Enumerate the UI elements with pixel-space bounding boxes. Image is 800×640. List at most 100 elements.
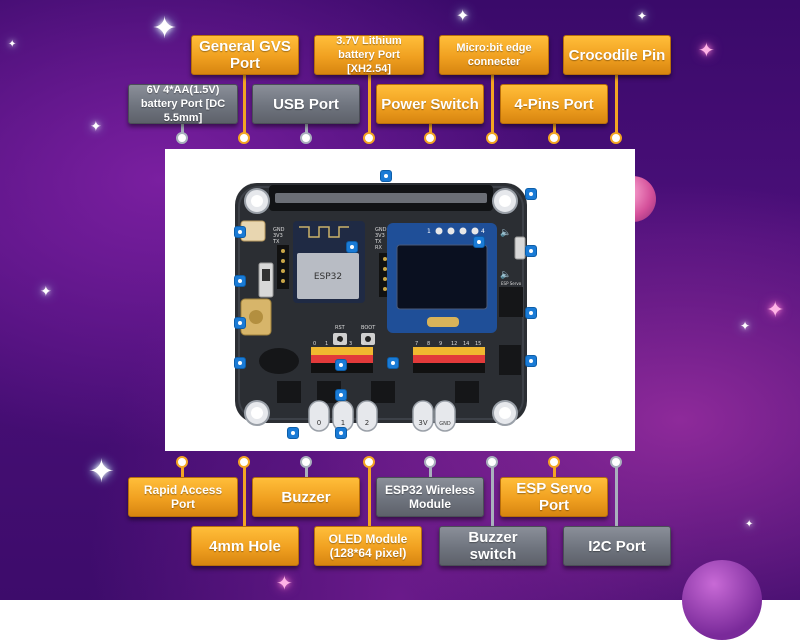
pin-number: 9 [439,341,442,347]
sparkle-star-icon: ✦ [40,284,52,300]
button-label: RST [335,325,346,331]
drop-target-dot[interactable] [300,456,312,468]
label-buzzer[interactable]: Buzzer [252,477,360,517]
board-pin-marker[interactable] [525,355,537,367]
drop-target-dot[interactable] [610,132,622,144]
connector-line [491,74,494,137]
board-pin-marker[interactable] [234,275,246,287]
label-power-switch[interactable]: Power Switch [376,84,484,124]
label-microbit-edge-connector[interactable]: Micro:bit edge connecter [439,35,549,75]
pin-number: 2 [337,341,340,347]
pin-number: 12 [451,341,457,347]
board-pin-marker[interactable] [287,427,299,439]
drop-target-dot[interactable] [548,456,560,468]
label-usb-port[interactable]: USB Port [252,84,360,124]
board-photo: ESP32 GND 3V3 TX GND 3V3 TX RX UART 1 [165,149,635,451]
board-pin-marker[interactable] [380,170,392,182]
header-label: 3V3 [273,233,283,239]
drop-target-dot[interactable] [363,456,375,468]
drop-target-dot[interactable] [238,132,250,144]
board-pin-marker[interactable] [525,245,537,257]
sparkle-star-icon: ✦ [90,119,102,135]
pin-number: 8 [427,341,430,347]
pin-number: 7 [415,341,418,347]
drop-target-dot[interactable] [176,456,188,468]
drop-target-dot[interactable] [363,132,375,144]
board-pin-marker[interactable] [525,307,537,319]
drop-target-dot[interactable] [486,456,498,468]
label-lithium-battery-port[interactable]: 3.7V Lithium battery Port [XH2.54] [314,35,424,75]
drop-target-dot[interactable] [610,456,622,468]
pin-number: 1 [427,228,431,235]
pin-number: 14 [463,341,469,347]
drop-target-dot[interactable] [424,132,436,144]
planet-decoration [682,560,762,640]
drop-target-dot[interactable] [176,132,188,144]
connector-line [615,462,618,526]
buzzer-switch-part [514,236,526,260]
label-oled-module[interactable]: OLED Module (128*64 pixel) [314,526,422,566]
label-rapid-access-port[interactable]: Rapid Access Port [128,477,238,517]
speaker-icon: 🔈 [500,270,511,280]
board-pin-marker[interactable] [387,357,399,369]
connector-line [305,124,308,137]
four-pin-port-part [499,287,523,317]
label-4mm-hole[interactable]: 4mm Hole [191,526,299,566]
board-pin-marker[interactable] [335,359,347,371]
board-pin-marker[interactable] [525,188,537,200]
connector-line [429,124,432,137]
label-i2c-port[interactable]: I2C Port [563,526,671,566]
board-pin-marker[interactable] [335,389,347,401]
label-esp-servo-port[interactable]: ESP Servo Port [500,477,608,517]
sparkle-star-icon: ✦ [88,452,115,490]
sparkle-star-icon: ✦ [740,319,751,333]
drop-target-dot[interactable] [486,132,498,144]
sparkle-star-icon: ✦ [766,298,785,323]
label-esp32-wireless-module[interactable]: ESP32 Wireless Module [376,477,484,517]
sparkle-star-icon: ✦ [152,11,178,46]
esp-servo-text: ESP Servo [501,281,522,286]
connector-line [243,74,246,137]
pad-label: 2 [365,419,369,427]
pad-label: GND [439,421,451,427]
oled-screen [396,244,488,310]
connector-line [615,74,618,137]
sparkle-star-icon: ✦ [276,571,293,595]
board-pin-marker[interactable] [346,241,358,253]
connector-line [368,462,371,526]
speaker-icon: 🔈 [500,228,511,238]
connector-line [181,462,184,478]
button-label: BOOT [361,325,376,331]
sparkle-star-icon: ✦ [456,6,470,25]
sparkle-star-icon: ✦ [745,519,754,530]
board-pin-marker[interactable] [234,317,246,329]
board-pin-marker[interactable] [335,427,347,439]
header-label: RX [375,245,382,251]
header-label: GND [273,227,285,233]
label-general-gvs-port[interactable]: General GVS Port [191,35,299,75]
pad-label: 3V [418,419,427,427]
label-buzzer-switch[interactable]: Buzzer switch [439,526,547,566]
board-pin-marker[interactable] [473,236,485,248]
pad-label: 0 [317,419,321,427]
pin-number: 0 [313,341,316,347]
drop-target-dot[interactable] [238,456,250,468]
label-crocodile-pin[interactable]: Crocodile Pin [563,35,671,75]
connector-line [553,462,556,478]
drop-target-dot[interactable] [424,456,436,468]
sparkle-star-icon: ✦ [698,38,715,62]
buzzer-part [259,348,299,374]
pin-number: 3 [349,341,352,347]
label-aa-battery-port[interactable]: 6V 4*AA(1.5V) battery Port [DC 5.5mm] [128,84,238,124]
connector-line [305,462,308,478]
connector-line [553,124,556,137]
drop-target-dot[interactable] [300,132,312,144]
connector-line [491,462,494,526]
pin-number: 4 [361,341,364,347]
board-pin-marker[interactable] [234,357,246,369]
connector-line [243,462,246,526]
chip-text: ESP32 [314,272,342,282]
board-pin-marker[interactable] [234,226,246,238]
label-4-pins-port[interactable]: 4-Pins Port [500,84,608,124]
drop-target-dot[interactable] [548,132,560,144]
